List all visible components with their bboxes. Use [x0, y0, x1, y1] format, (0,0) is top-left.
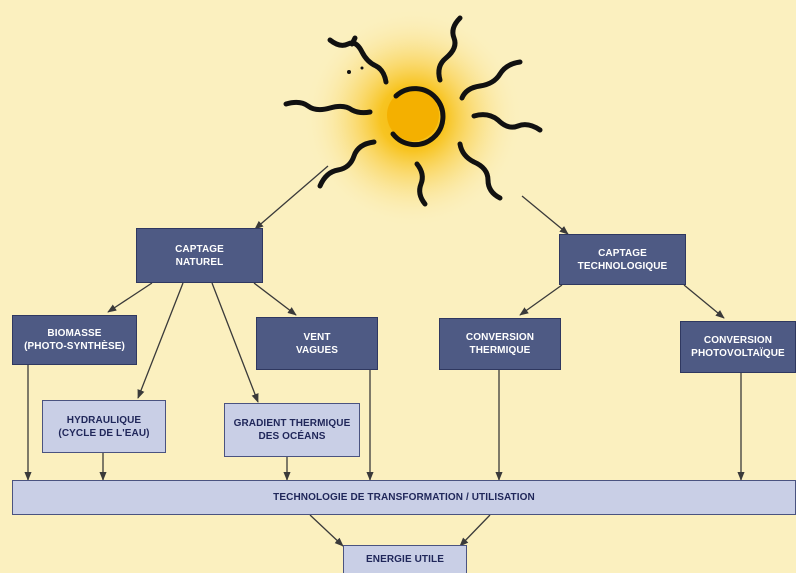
- arrow-technologie-to-energie-right: [459, 514, 491, 547]
- node-captage-naturel: CAPTAGE NATUREL: [136, 228, 263, 283]
- node-energie-utile: ENERGIE UTILE: [343, 545, 467, 573]
- node-gradient-thermique: GRADIENT THERMIQUE DES OCÉANS: [224, 403, 360, 457]
- arrow-naturel-to-biomasse: [107, 282, 153, 313]
- node-hydraulique: HYDRAULIQUE (CYCLE DE L'EAU): [42, 400, 166, 453]
- node-captage-technologique: CAPTAGE TECHNOLOGIQUE: [559, 234, 686, 285]
- arrow-technologique-to-thermique: [519, 284, 563, 316]
- node-technologie-transformation: TECHNOLOGIE DE TRANSFORMATION / UTILISAT…: [12, 480, 796, 515]
- node-conversion-photovoltaique: CONVERSION PHOTOVOLTAÏQUE: [680, 321, 796, 373]
- sun-icon: [283, 8, 543, 228]
- connectors: [24, 165, 745, 547]
- node-vent-vagues: VENT VAGUES: [256, 317, 378, 370]
- arrow-naturel-to-vent: [253, 282, 297, 316]
- arrow-technologique-to-photovoltaique: [683, 284, 725, 319]
- arrow-technologie-to-energie-left: [309, 514, 344, 547]
- arrow-sun-to-captage-technologique: [521, 195, 569, 235]
- node-biomasse: BIOMASSE (PHOTO-SYNTHÈSE): [12, 315, 137, 365]
- arrow-naturel-to-gradient: [211, 282, 259, 403]
- arrow-sun-to-captage-naturel: [254, 165, 329, 230]
- node-conversion-thermique: CONVERSION THERMIQUE: [439, 318, 561, 370]
- arrow-naturel-to-hydraulique: [137, 282, 184, 399]
